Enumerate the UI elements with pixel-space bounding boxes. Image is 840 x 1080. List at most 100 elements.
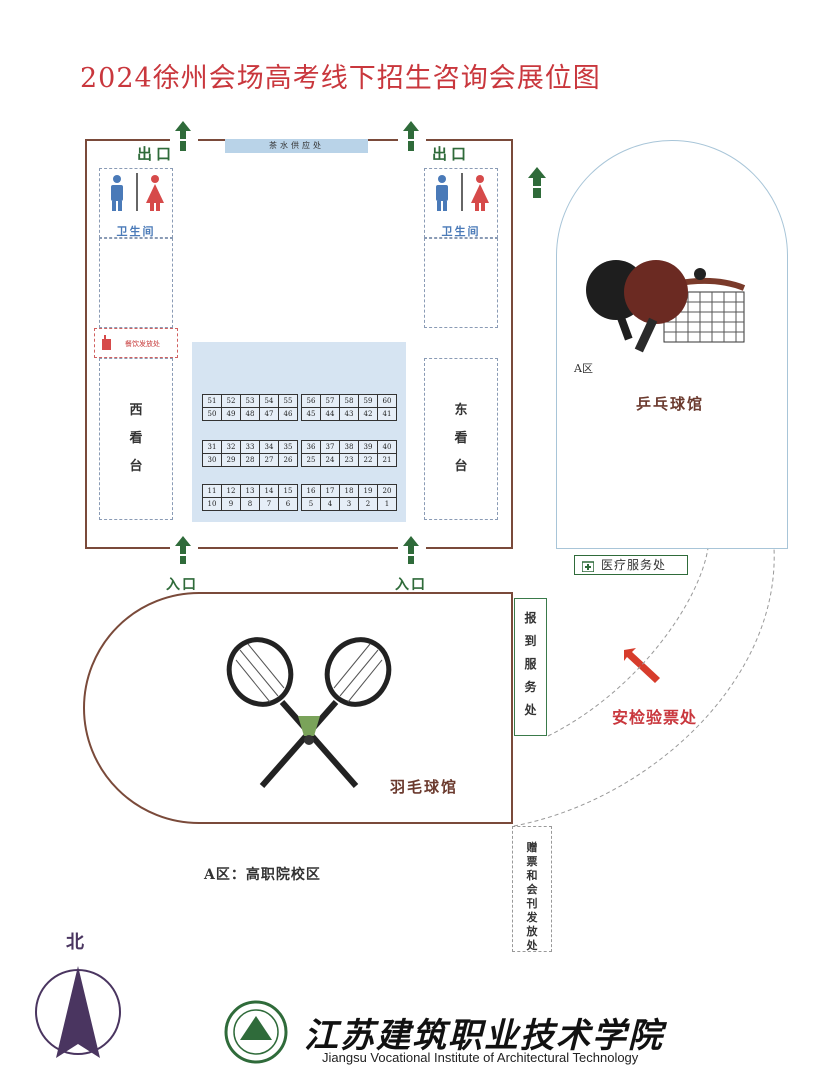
booth-cell: 20: [377, 484, 397, 498]
registration-desk: 报 到 服 务 处: [514, 598, 547, 736]
gift-char: 处: [526, 939, 538, 952]
registration-char: 服: [524, 657, 537, 671]
restroom-icons: [436, 173, 489, 211]
booth-cell: 16: [301, 484, 321, 498]
female-restroom-icon: [146, 175, 164, 211]
restroom-east: 卫生间: [424, 168, 498, 238]
booth-cell: 35: [278, 440, 298, 454]
booth-cell: 59: [358, 394, 378, 408]
booth-cell: 7: [259, 497, 279, 511]
gift-char: 放: [526, 925, 538, 938]
booth-cell: 52: [221, 394, 241, 408]
booth-cell: 53: [240, 394, 260, 408]
entrance-label-west: 入口: [166, 577, 198, 593]
compass-north-icon: [35, 966, 121, 1058]
male-restroom-icon: [111, 175, 123, 211]
booth-cell: 54: [259, 394, 279, 408]
booth-cell: 43: [339, 407, 359, 421]
booth-cell: 56: [301, 394, 321, 408]
table-tennis-icon: [586, 260, 746, 353]
restroom-west: 卫生间: [99, 168, 173, 238]
female-restroom-icon: [471, 175, 489, 211]
booth-cell: 32: [221, 440, 241, 454]
booth-cell: 3: [339, 497, 359, 511]
booth-cell: 47: [259, 407, 279, 421]
booth-cell: 39: [358, 440, 378, 454]
booth-cell: 55: [278, 394, 298, 408]
badminton-hall-name: 羽毛球馆: [390, 778, 459, 796]
west-stand-char: 西: [129, 403, 143, 418]
booth-cell: 23: [339, 453, 359, 467]
booth-cell: 38: [339, 440, 359, 454]
badminton-icon: [226, 637, 392, 788]
booth-cell: 46: [278, 407, 298, 421]
male-restroom-icon: [436, 175, 448, 211]
east-stand-char: 东: [454, 403, 468, 418]
exit-label-east: 出口: [432, 145, 471, 163]
booth-cell: 14: [259, 484, 279, 498]
tea-station: 茶水供应处: [225, 139, 368, 153]
west-empty-zone: [99, 238, 173, 328]
booth-cell: 10: [202, 497, 222, 511]
gift-char: 赠: [526, 841, 538, 854]
booth-cell: 51: [202, 394, 222, 408]
east-stand: 东 看 台: [424, 358, 498, 520]
food-station: 餐饮发放处: [94, 328, 178, 358]
booth-cell: 50: [202, 407, 222, 421]
west-stand: 西 看 台: [99, 358, 173, 520]
booth-cell: 13: [240, 484, 260, 498]
booth-cell: 29: [221, 453, 241, 467]
booth-cell: 48: [240, 407, 260, 421]
booth-cell: 18: [339, 484, 359, 498]
booth-cell: 4: [320, 497, 340, 511]
booth-cell: 17: [320, 484, 340, 498]
food-label: 餐饮发放处: [125, 340, 160, 348]
east-stand-char: 看: [454, 431, 468, 446]
booth-cell: 12: [221, 484, 241, 498]
arrow-up-left-icon: [624, 648, 660, 683]
table-tennis-hall: [556, 140, 788, 549]
zone-a-label-pp: A区: [574, 362, 593, 375]
east-empty-zone: [424, 238, 498, 328]
school-name-en: Jiangsu Vocational Institute of Architec…: [322, 1050, 639, 1065]
restroom-label: 卫生间: [441, 225, 481, 238]
school-logo: [224, 1000, 288, 1064]
medical-service: 医疗服务处: [574, 555, 688, 575]
booth-cell: 30: [202, 453, 222, 467]
restroom-label: 卫生间: [116, 225, 156, 238]
booth-cell: 58: [339, 394, 359, 408]
west-stand-char: 台: [129, 459, 143, 474]
booth-cell: 19: [358, 484, 378, 498]
booth-cell: 40: [377, 440, 397, 454]
registration-char: 报: [524, 611, 537, 625]
booth-cell: 11: [202, 484, 222, 498]
food-icon: [101, 335, 113, 351]
booth-cell: 37: [320, 440, 340, 454]
booth-cell: 60: [377, 394, 397, 408]
booth-cell: 28: [240, 453, 260, 467]
east-stand-char: 台: [454, 459, 468, 474]
booth-cell: 57: [320, 394, 340, 408]
booth-cell: 27: [259, 453, 279, 467]
arrow-up-icon: [175, 121, 546, 564]
booth-cell: 21: [377, 453, 397, 467]
gift-char: 会: [526, 883, 538, 896]
booth-cell: 34: [259, 440, 279, 454]
booth-cell: 44: [320, 407, 340, 421]
booth-cell: 5: [301, 497, 321, 511]
security-check-label: 安检验票处: [612, 708, 698, 727]
gift-char: 刊: [526, 897, 538, 910]
booth-cell: 36: [301, 440, 321, 454]
first-aid-icon: [581, 559, 595, 577]
booth-cell: 24: [320, 453, 340, 467]
west-stand-char: 看: [129, 431, 143, 446]
badminton-hall: [83, 592, 513, 824]
booth-cell: 31: [202, 440, 222, 454]
restroom-icons: [111, 173, 164, 211]
map-title: 2024徐州会场高考线下招生咨询会展位图: [80, 63, 601, 94]
